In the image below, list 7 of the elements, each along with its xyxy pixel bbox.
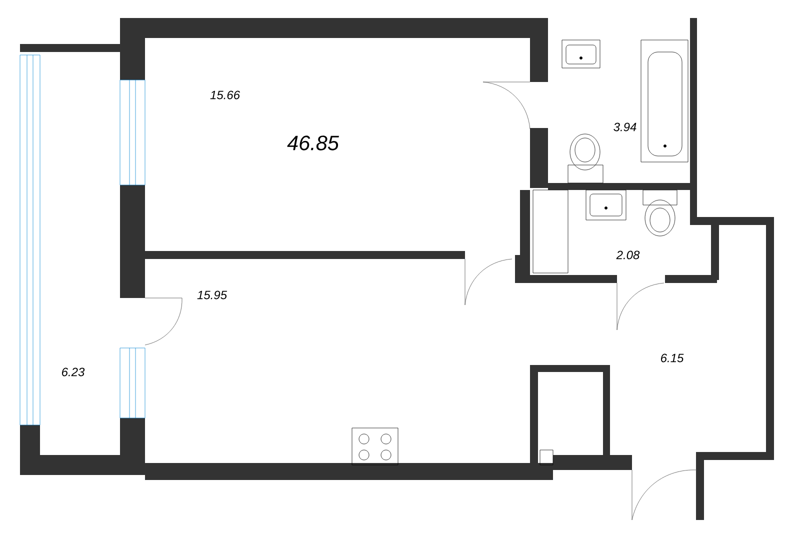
- area-label: 46.85: [287, 136, 339, 150]
- area-label: 6.15: [661, 354, 684, 362]
- area-label: 15.95: [197, 290, 228, 300]
- area-label: 6.23: [62, 368, 85, 376]
- area-label: 15.66: [210, 90, 240, 100]
- area-label: 2.08: [616, 250, 640, 260]
- area-label: 3.94: [614, 122, 636, 132]
